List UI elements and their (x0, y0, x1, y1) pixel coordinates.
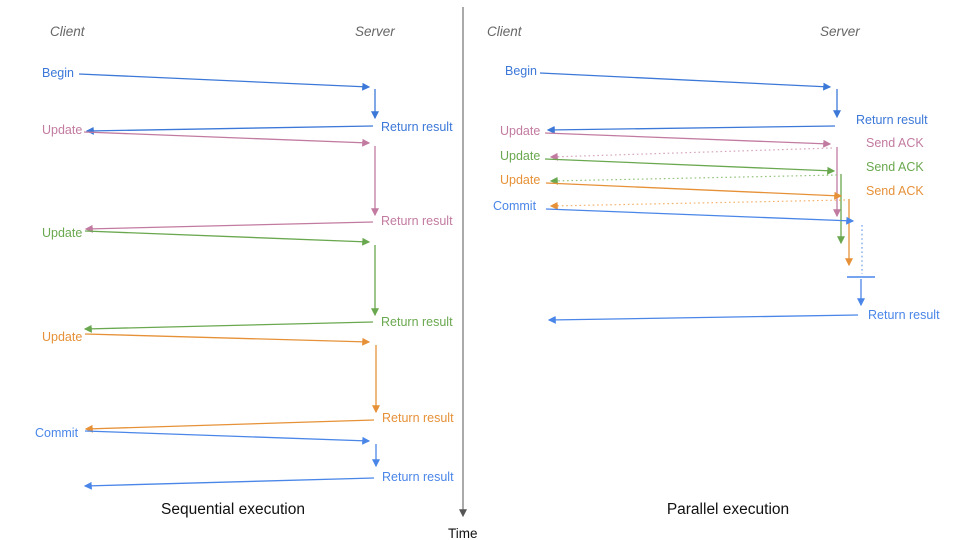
par-line-update2-request (544, 158, 836, 175)
par-label-begin: Begin (505, 64, 537, 78)
par-client-header: Client (487, 24, 523, 39)
par-line-update2-ack-dotted (549, 174, 838, 185)
seq-label-commit-return: Return result (382, 470, 454, 484)
par-line-update3-ack-dotted (549, 199, 846, 210)
seq-line-begin-request (78, 73, 371, 91)
par-label-begin-return: Return result (856, 113, 928, 127)
par-line-update3-request (545, 182, 843, 200)
par-server-header: Server (820, 24, 860, 39)
par-label-update3: Update (500, 173, 540, 187)
par-label-commit: Commit (493, 199, 537, 213)
seq-line-commit-return (83, 477, 375, 490)
seq-label-begin: Begin (42, 66, 74, 80)
seq-line-update2-request (84, 230, 371, 246)
par-line-update1-request (544, 132, 832, 148)
par-line-update1-ack-dotted (549, 147, 833, 161)
seq-label-update3: Update (42, 330, 82, 344)
par-line-begin-return (546, 125, 836, 134)
seq-line-commit-request (84, 430, 371, 445)
seq-label-update1: Update (42, 123, 82, 137)
seq-line-update1-return (84, 221, 374, 233)
par-line-begin-request (539, 72, 832, 91)
seq-label-update2: Update (42, 226, 82, 240)
time-axis-label: Time (448, 526, 478, 540)
seq-label-commit: Commit (35, 426, 79, 440)
seq-line-update3-request (84, 333, 371, 346)
par-label-update2-ack: Send ACK (866, 160, 924, 174)
seq-client-header: Client (50, 24, 86, 39)
seq-label-update3-return: Return result (382, 411, 454, 425)
parallel-panel: Client Server Begin Return result Update… (487, 24, 940, 518)
par-label-update1-ack: Send ACK (866, 136, 924, 150)
sequential-panel: Client Server Begin Return result Update… (35, 24, 454, 518)
seq-line-update2-return (83, 321, 374, 333)
par-title: Parallel execution (667, 501, 789, 518)
seq-label-begin-return: Return result (381, 120, 453, 134)
par-label-update1: Update (500, 124, 540, 138)
seq-server-header: Server (355, 24, 395, 39)
par-label-commit-return: Return result (868, 308, 940, 322)
seq-line-begin-return (85, 125, 374, 135)
par-label-update3-ack: Send ACK (866, 184, 924, 198)
seq-label-update1-return: Return result (381, 214, 453, 228)
seq-label-update2-return: Return result (381, 315, 453, 329)
seq-title: Sequential execution (161, 501, 305, 518)
seq-line-update3-return (84, 419, 375, 433)
par-label-update2: Update (500, 149, 540, 163)
par-line-commit-request (545, 208, 855, 225)
seq-line-update1-request (83, 131, 371, 147)
par-line-commit-return (547, 314, 859, 324)
